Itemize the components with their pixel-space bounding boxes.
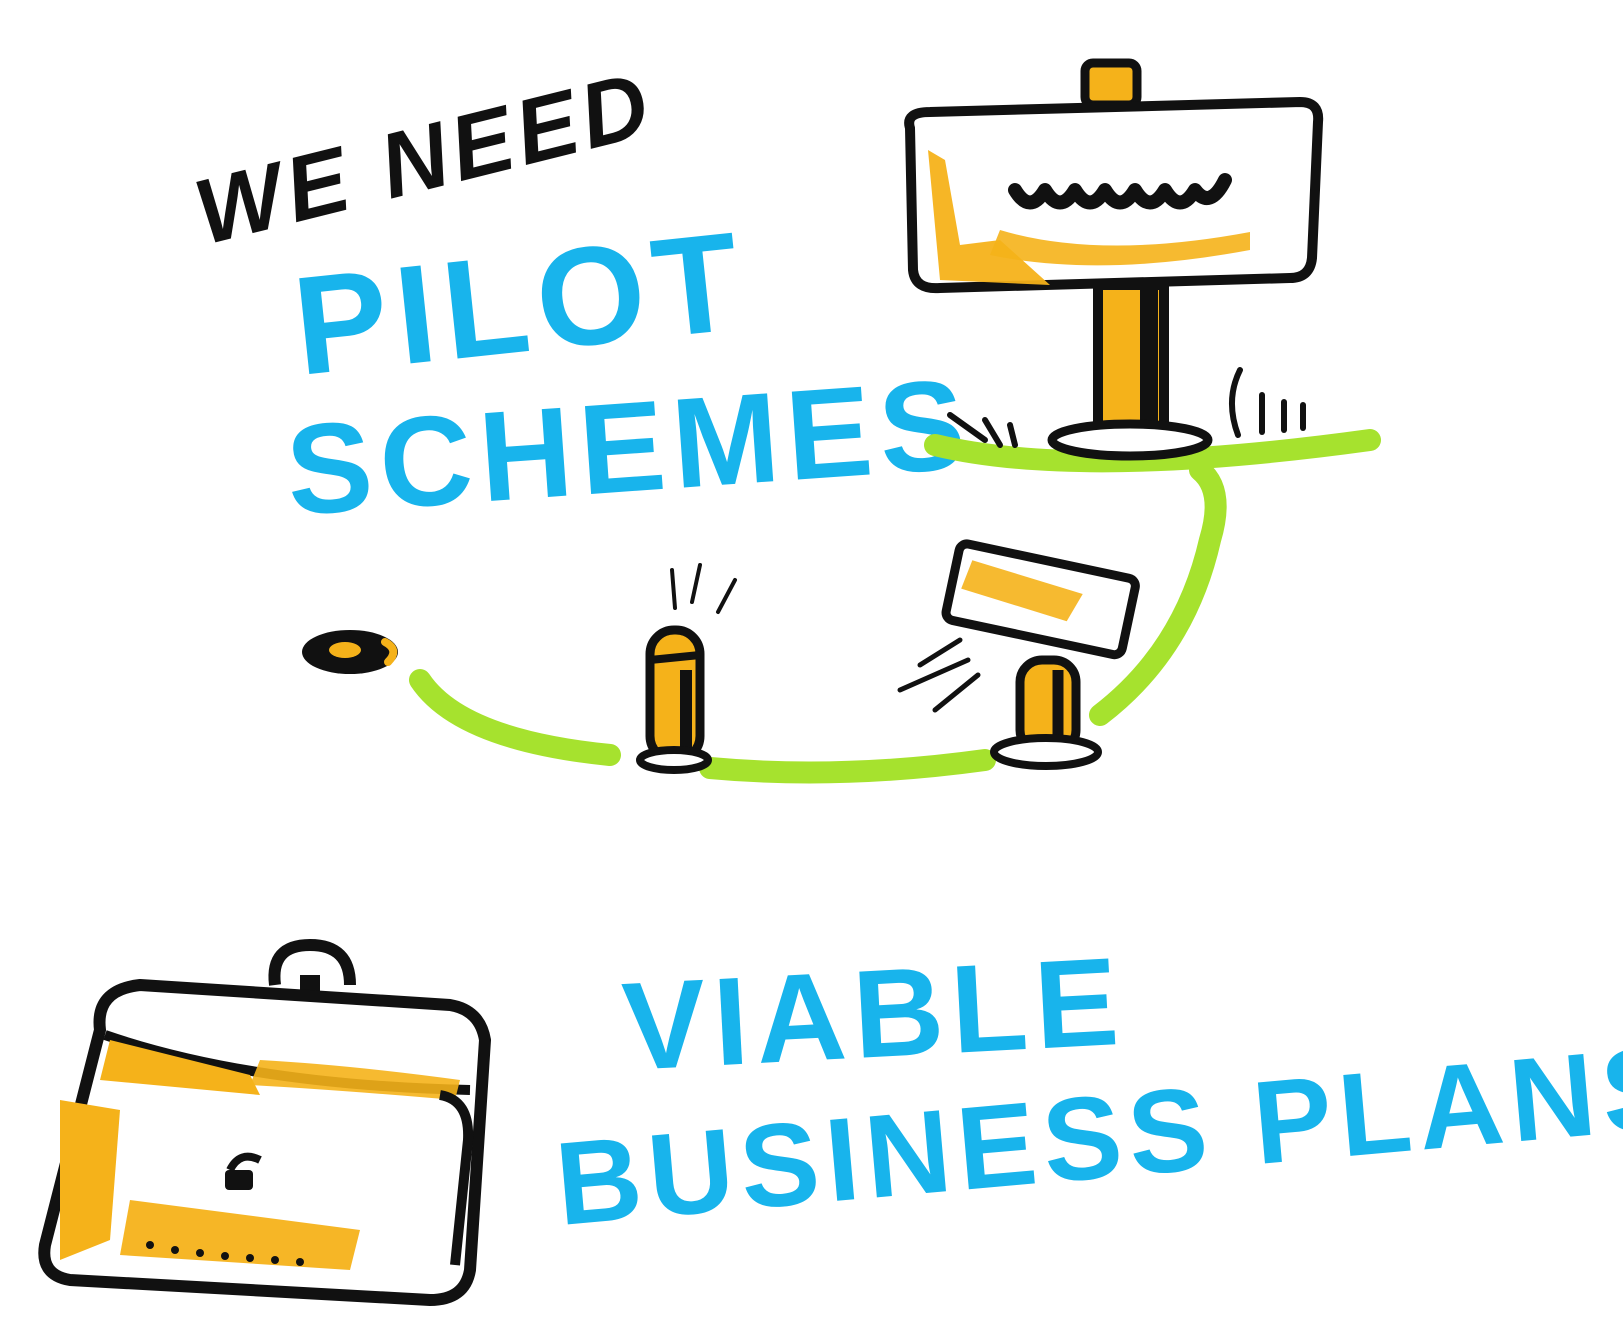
grass-tufts-icon <box>947 367 1306 448</box>
green-path <box>409 429 1381 784</box>
stump-post-icon <box>636 563 737 774</box>
briefcase-icon <box>38 938 491 1306</box>
signpost-icon <box>904 58 1324 461</box>
stone-icon <box>302 630 398 674</box>
viable-text: VIABLE <box>619 932 1129 1097</box>
toppling-signpost-icon <box>897 539 1140 770</box>
